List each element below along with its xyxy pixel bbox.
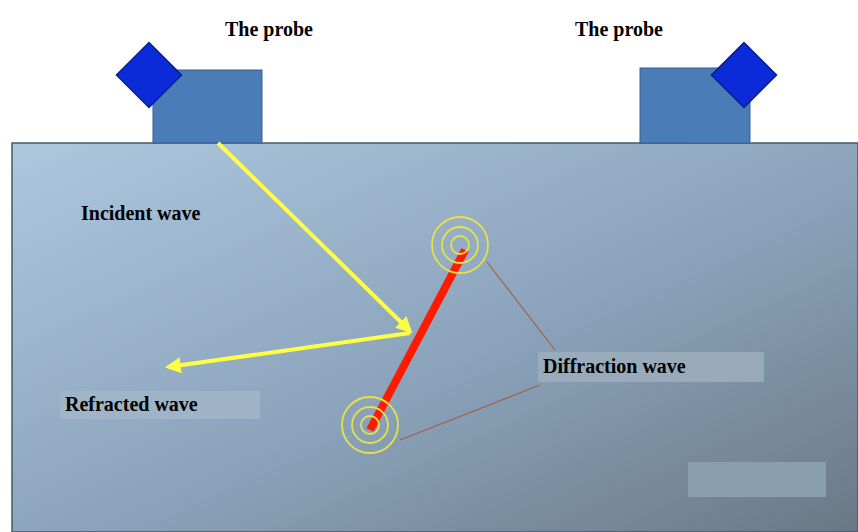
- refracted-wave-arrow: [168, 333, 410, 367]
- label-patch: [60, 391, 260, 419]
- crack: [370, 250, 465, 430]
- blank-patch: [688, 462, 826, 497]
- leader-line: [487, 262, 555, 350]
- label-patch: [538, 352, 764, 382]
- leader-line: [400, 385, 540, 440]
- wave-label: Diffraction wave: [540, 354, 689, 379]
- wave-label: Incident wave: [78, 201, 203, 226]
- test-block: [12, 143, 858, 532]
- incident-wave-arrow: [218, 143, 410, 331]
- probe-transducer: [116, 42, 181, 107]
- probe-label: The probe: [572, 17, 666, 42]
- wave-label: Refracted wave: [62, 392, 201, 417]
- probe-transducer: [711, 42, 776, 107]
- probe-label: The probe: [222, 17, 316, 42]
- diffraction-rings: [342, 217, 488, 453]
